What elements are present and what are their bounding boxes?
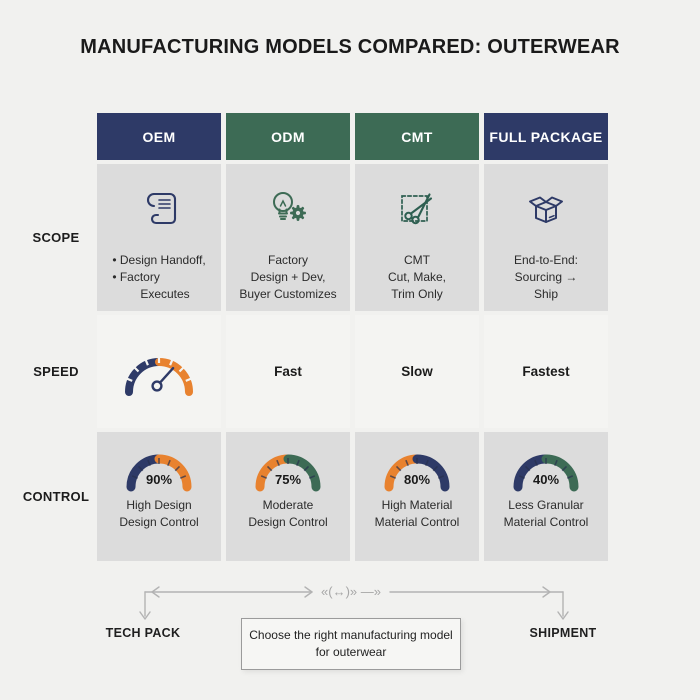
scope-oem-line: • Design Handoff,: [112, 253, 206, 267]
cell-scope-cmt: CMT Cut, Make, Trim Only: [355, 164, 479, 311]
control-gauge-40: 40%: [506, 444, 586, 492]
scope-cmt-line: Trim Only: [391, 286, 443, 301]
scope-oem-line: Executes: [140, 286, 190, 301]
control-oem-line: High Design: [126, 498, 192, 512]
control-gauge-75: 75%: [248, 444, 328, 492]
control-full-line: Less Granular: [508, 498, 584, 512]
caption-line: Choose the right manufacturing model: [249, 628, 453, 642]
control-full-line: Material Control: [503, 514, 589, 529]
control-odm-line: Design Control: [248, 514, 328, 529]
flow-arrows: «(↔)» —»: [139, 584, 569, 620]
column-header-odm: ODM: [226, 113, 350, 160]
row-label-speed: SPEED: [33, 364, 79, 379]
tech-pack-label: TECH PACK: [105, 626, 181, 640]
svg-text:75%: 75%: [275, 472, 301, 487]
scope-odm-line: Design + Dev,: [250, 269, 326, 284]
scope-full-line: Sourcing →: [514, 269, 578, 284]
cell-control-cmt: 80% High Material Material Control: [355, 432, 479, 561]
table-corner: [20, 113, 92, 160]
comparison-table: OEM ODM CMT FULL PACKAGE SCOPE • Design …: [20, 113, 608, 561]
speed-value: Fastest: [522, 364, 570, 379]
control-gauge-90: 90%: [119, 444, 199, 492]
scope-full-line: End-to-End:: [513, 253, 579, 267]
scroll-icon: [134, 184, 184, 234]
svg-text:80%: 80%: [404, 472, 430, 487]
shipment-label: SHIPMENT: [529, 626, 597, 640]
cell-control-odm: 75% Moderate Design Control: [226, 432, 350, 561]
open-box-icon: [521, 184, 571, 234]
column-header-cmt: CMT: [355, 113, 479, 160]
svg-text:40%: 40%: [533, 472, 559, 487]
scope-oem-line: • Factory: [112, 269, 160, 284]
speed-value: Fast: [274, 364, 302, 379]
page-title: MANUFACTURING MODELS COMPARED: OUTERWEAR: [80, 36, 620, 58]
control-cmt-line: Material Control: [374, 514, 460, 529]
process-flow: «(↔)» —» TECH PACK SHIPMENT Choose the r…: [0, 578, 700, 700]
scope-full-line: Ship: [533, 286, 558, 301]
scope-cmt-line: Cut, Make,: [387, 269, 447, 284]
control-gauge-80: 80%: [377, 444, 457, 492]
caption-box: Choose the right manufacturing model for…: [241, 618, 461, 670]
cell-scope-odm: Factory Design + Dev, Buyer Customizes: [226, 164, 350, 311]
cell-speed-cmt: Slow: [355, 315, 479, 428]
cell-speed-oem: [97, 315, 221, 428]
control-cmt-line: High Material: [381, 498, 453, 512]
flow-decoration-glyphs: «(↔)» —»: [321, 584, 381, 599]
cell-speed-odm: Fast: [226, 315, 350, 428]
control-odm-line: Moderate: [262, 498, 314, 512]
cell-speed-full-package: Fastest: [484, 315, 608, 428]
cell-scope-full-package: End-to-End: Sourcing → Ship: [484, 164, 608, 311]
row-label-scope: SCOPE: [32, 230, 80, 245]
caption-line: for outerwear: [315, 644, 387, 659]
cell-control-full-package: 40% Less Granular Material Control: [484, 432, 608, 561]
scope-cmt-line: CMT: [404, 253, 430, 267]
column-header-oem: OEM: [97, 113, 221, 160]
svg-text:90%: 90%: [146, 472, 172, 487]
speed-value: Slow: [401, 364, 433, 379]
scissors-fabric-icon: [392, 184, 442, 234]
cell-scope-oem: • Design Handoff, • Factory Executes: [97, 164, 221, 311]
column-header-full-package: FULL PACKAGE: [484, 113, 608, 160]
row-label-control: CONTROL: [22, 489, 90, 504]
scope-odm-line: Buyer Customizes: [239, 286, 337, 301]
scope-odm-line: Factory: [267, 253, 308, 267]
cell-control-oem: 90% High Design Design Control: [97, 432, 221, 561]
bulb-gear-icon: [263, 184, 313, 234]
control-oem-line: Design Control: [119, 514, 199, 529]
speedometer-icon: [117, 344, 201, 400]
